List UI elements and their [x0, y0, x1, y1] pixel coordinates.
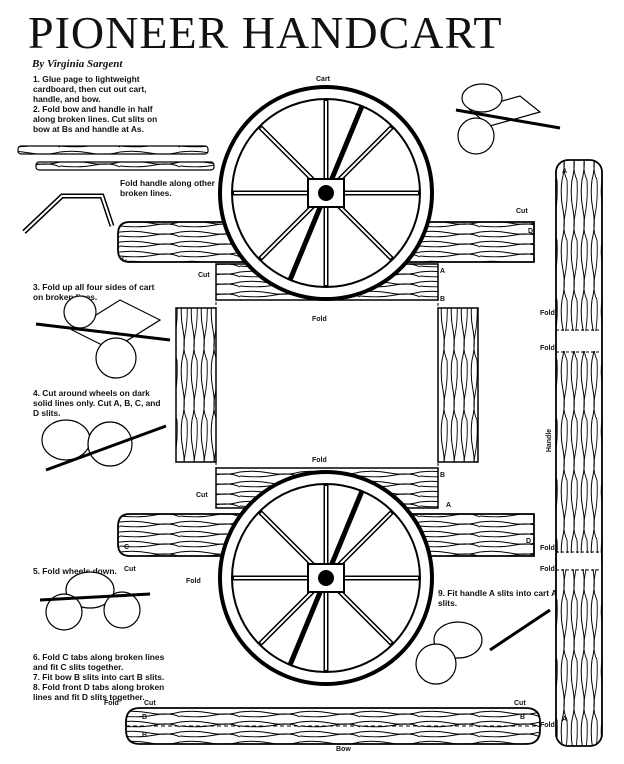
fold-label-handle-3: Fold — [540, 545, 555, 552]
cart-bottom-panel — [215, 299, 439, 469]
fold-label-bottom: Fold — [312, 457, 327, 464]
slot-b-upper: B — [440, 296, 446, 303]
slot-b-lower: B — [440, 472, 446, 479]
sketch-step5 — [39, 571, 151, 631]
cut-label-lower-left: Cut — [124, 566, 136, 573]
step-1: 1. Glue page to lightweight cardboard, t… — [33, 74, 147, 104]
upper-wheel — [218, 85, 434, 301]
step-8: 8. Fold front D tabs along broken lines … — [33, 682, 165, 702]
sketch-folded-strips — [17, 145, 215, 234]
step-2: 2. Fold bow and handle in half along bro… — [33, 104, 158, 134]
cut-label-bow-left: Cut — [144, 700, 156, 707]
fold-label-lower-wheel: Fold — [186, 578, 201, 585]
byline: By Virginia Sargent — [32, 58, 123, 70]
handle-strip — [555, 159, 603, 747]
handle-label: Handle — [546, 428, 554, 453]
cut-label-bow-right: Cut — [514, 700, 526, 707]
fold-label-bow-left: Fold — [104, 700, 119, 707]
step-5: 5. Fold wheels down. — [33, 566, 117, 576]
slot-b-bow-left-2: B — [142, 732, 148, 739]
sketch-step3 — [35, 295, 171, 379]
slot-a-handle-top: A — [562, 168, 568, 175]
slot-a-lower: A — [446, 502, 452, 509]
fold-label-bow-right: Fold — [540, 722, 555, 729]
fold-label-handle-1: Fold — [540, 310, 555, 317]
step-7: 7. Fit bow B slits into cart B slits. — [33, 672, 165, 682]
step-9: 9. Fit handle A slits into cart A slits. — [438, 588, 557, 608]
cut-label-lower: Cut — [196, 492, 208, 499]
cart-left-side — [175, 307, 217, 463]
slot-a-upper: A — [440, 268, 446, 275]
sketch-cart-assembled-top — [455, 83, 561, 155]
fold-label-handle-2: Fold — [540, 345, 555, 352]
slot-d-lower: D — [526, 538, 532, 545]
bow-label: Bow — [336, 746, 351, 753]
step-3: 3. Fold up all four sides of cart on bro… — [33, 282, 155, 302]
step-4: 4. Cut around wheels on dark solid lines… — [33, 388, 161, 418]
slot-a-handle-bottom: A — [562, 716, 568, 723]
cart-right-side — [437, 307, 479, 463]
lower-wheel — [218, 470, 434, 686]
slot-c-lower: C — [124, 544, 130, 551]
slot-c-upper: C — [122, 256, 128, 263]
fold-label-top: Fold — [312, 316, 327, 323]
slot-d-upper: D — [528, 228, 534, 235]
slot-b-bow-left: B — [142, 714, 148, 721]
cart-label: Cart — [316, 76, 331, 83]
fold-label-handle-4: Fold — [540, 566, 555, 573]
cut-label-upper: Cut — [198, 272, 210, 279]
sketch-step9 — [415, 608, 551, 685]
step-6: 6. Fold C tabs along broken lines and fi… — [33, 652, 165, 672]
step-2-fold-handle: Fold handle along other broken lines. — [120, 178, 215, 198]
sketch-step4 — [41, 419, 167, 472]
slot-b-bow-right: B — [520, 714, 526, 721]
cut-label-upper-right: Cut — [516, 208, 528, 215]
page-title: PIONEER HANDCART — [28, 7, 503, 58]
